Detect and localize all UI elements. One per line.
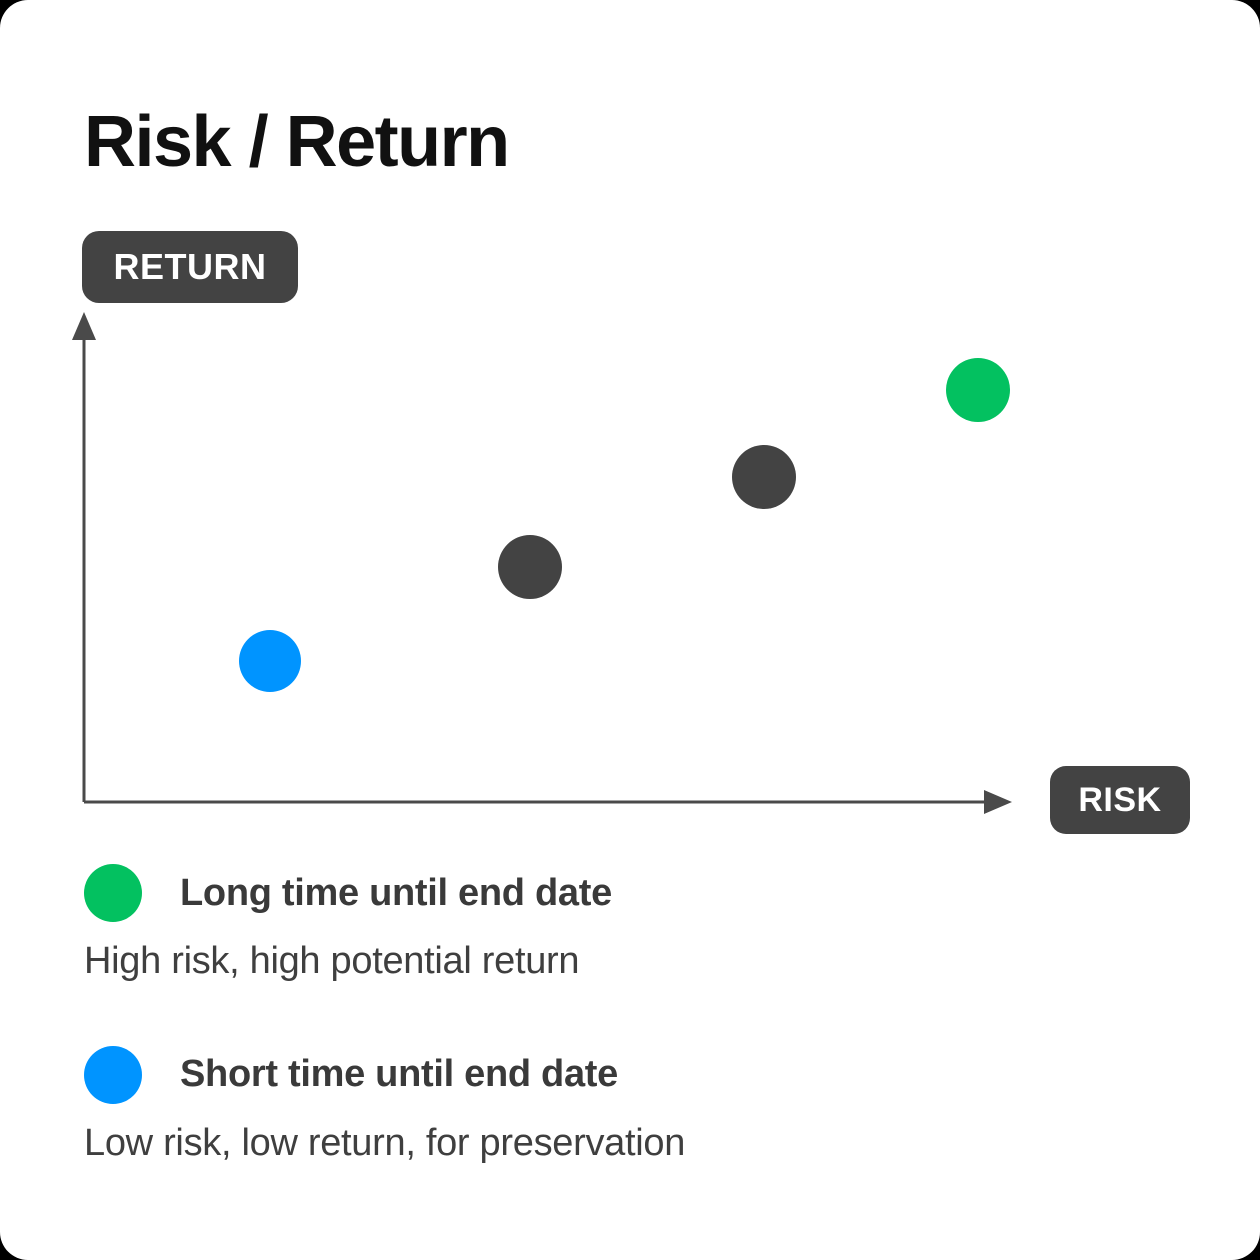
y-axis-label-badge: RETURN bbox=[82, 231, 298, 303]
page-title: Risk / Return bbox=[84, 102, 510, 182]
y-axis-arrowhead bbox=[72, 312, 96, 340]
legend-item: Short time until end date bbox=[84, 1038, 1084, 1112]
legend-item: Long time until end date bbox=[84, 856, 1084, 930]
legend: Long time until end date High risk, high… bbox=[84, 856, 1084, 1193]
mid-high-point bbox=[732, 445, 796, 509]
legend-item-description: Low risk, low return, for preservation bbox=[84, 1121, 686, 1164]
legend-item-label: Long time until end date bbox=[180, 871, 612, 914]
legend-group-short-term: Short time until end date Low risk, low … bbox=[84, 1038, 1084, 1168]
mid-low-point bbox=[498, 535, 562, 599]
long-term-point bbox=[946, 358, 1010, 422]
x-axis-label-badge: RISK bbox=[1050, 766, 1190, 834]
legend-item-description: High risk, high potential return bbox=[84, 940, 580, 982]
legend-group-long-term: Long time until end date High risk, high… bbox=[84, 856, 1084, 986]
green-dot-icon bbox=[84, 864, 142, 922]
legend-item-label: Short time until end date bbox=[180, 1053, 618, 1095]
blue-dot-icon bbox=[84, 1045, 142, 1104]
short-term-point bbox=[239, 630, 301, 692]
x-axis-arrowhead bbox=[984, 790, 1012, 814]
